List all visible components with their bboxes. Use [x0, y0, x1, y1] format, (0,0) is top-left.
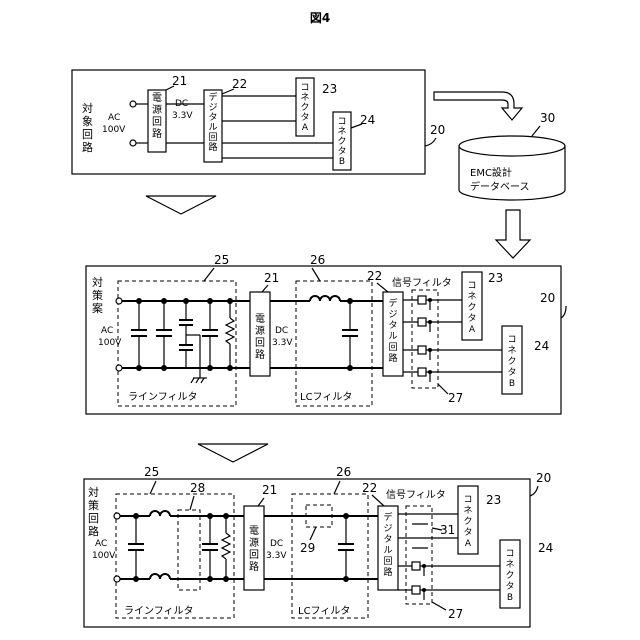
panel2-side-l3: 案 [92, 301, 103, 315]
panel2-ref-20: 20 [540, 291, 555, 305]
panel2-leader [561, 306, 566, 318]
panel3-ref-26: 26 [336, 465, 351, 479]
panel2-ref-24: 24 [534, 339, 549, 353]
panel2-signal-filter-label: 信号フィルタ [392, 277, 452, 289]
panel-countermeasure-plan: 対策案 AC 100V ラインフィルタ 25 [86, 253, 566, 414]
flow-triangle-2 [198, 444, 268, 462]
panel3-side-l4: 路 [88, 525, 99, 538]
panel3-side-l2: 策 [88, 498, 99, 512]
panel3-ref-23: 23 [486, 493, 501, 507]
panel1-ref-22: 22 [232, 77, 247, 91]
panel3-leader [530, 486, 538, 496]
panel3-ac-l2: 100V [92, 551, 116, 561]
panel1-dc-l2: 3.3V [172, 111, 193, 121]
panel1-ref-20: 20 [430, 123, 445, 137]
panel2-lc-filter-label: LCフィルタ [300, 391, 352, 403]
panel1-digital-text: デジタル回路 [208, 91, 217, 153]
panel3-lc-filter-label: LCフィルタ [298, 605, 350, 617]
panel3-side-l1: 対 [88, 485, 99, 499]
panel1-ref-23: 23 [322, 82, 337, 96]
arrow-from-database [496, 210, 530, 258]
panel2-dc-l1: DC [275, 326, 288, 336]
panel1-ref-21: 21 [172, 74, 187, 88]
emc-database: EMC設計 データベース 30 [459, 111, 565, 200]
database-leader [532, 126, 540, 136]
panel3-input-bottom [114, 576, 120, 582]
filter-element [418, 318, 426, 326]
panel3-digital-text: デジタル回路 [383, 511, 392, 578]
panel3-signal-filter-label: 信号フィルタ [386, 489, 446, 501]
panel1-side-label-l2: 象 [82, 115, 93, 128]
panel1-input-terminal-bottom [130, 140, 136, 146]
panel3-ac-l1: AC [95, 539, 107, 549]
panel3-ref-21: 21 [262, 483, 277, 497]
panel1-side-label-l4: 路 [82, 141, 93, 154]
filter-element [418, 296, 426, 304]
panel2-ref-21: 21 [264, 271, 279, 285]
panel3-input-top [114, 513, 120, 519]
database-label-2: データベース [470, 180, 530, 193]
panel3-ref-29: 29 [300, 541, 315, 555]
panel1-ac-l1: AC [108, 113, 120, 123]
panel-target-circuit: 対 象 回 路 AC100V 電源回路 21 DC3.3V デジタル回路 22 [72, 70, 445, 174]
panel2-dc-l2: 3.3V [272, 338, 293, 348]
panel3-ref-24: 24 [538, 541, 553, 555]
panel2-ac-l2: 100V [98, 338, 122, 348]
panel2-input-bottom [116, 365, 122, 371]
panel2-ref-27: 27 [448, 391, 463, 405]
figure-title: 図4 [310, 11, 330, 25]
panel1-ac-l2: 100V [102, 125, 126, 135]
panel3-line-filter-label: ラインフィルタ [124, 605, 194, 617]
panel2-side-l2: 策 [92, 288, 103, 302]
panel1-side-label-l3: 回 [82, 128, 93, 141]
filter-element [412, 586, 420, 594]
panel1-input-terminal-top [130, 101, 136, 107]
panel3-ref-27: 27 [448, 607, 463, 621]
panel2-line-filter-label: ラインフィルタ [128, 391, 198, 403]
panel2-side-label: 対策案 [92, 275, 103, 315]
panel1-leader [425, 138, 436, 146]
panel2-ref-22: 22 [367, 269, 382, 283]
panel3-ref-25: 25 [144, 465, 159, 479]
filter-element [418, 346, 426, 354]
arrow-to-database [434, 92, 522, 120]
panel2-input-top [116, 298, 122, 304]
database-label-1: EMC設計 [470, 166, 512, 179]
flow-triangle-1 [146, 196, 216, 214]
database-ref-30: 30 [540, 111, 555, 125]
panel1-side-label-l1: 対 [82, 101, 93, 115]
panel3-side-label: 対策回路 [88, 485, 99, 538]
panel3-dc-l2: 3.3V [266, 551, 287, 561]
panel-countermeasure-circuit: 対策回路 AC 100V ラインフィルタ 25 28 [84, 465, 553, 627]
panel3-ref-22: 22 [362, 481, 377, 495]
database-top [459, 136, 565, 156]
panel1-ref-24: 24 [360, 113, 375, 127]
panel3-ref-31: 31 [440, 523, 455, 537]
panel3-ref-28: 28 [190, 481, 205, 495]
panel3-ref-20: 20 [536, 471, 551, 485]
panel2-ref-23: 23 [488, 271, 503, 285]
panel3-side-l3: 回 [88, 512, 99, 525]
panel2-ref-26: 26 [310, 253, 325, 267]
filter-element [412, 562, 420, 570]
panel2-side-l1: 対 [92, 275, 103, 289]
filter-element [418, 368, 426, 376]
panel3-dc-l1: DC [270, 539, 283, 549]
panel2-digital-text: デジタル回路 [388, 297, 397, 364]
panel2-ac-l1: AC [101, 326, 113, 336]
panel2-ref-25: 25 [214, 253, 229, 267]
